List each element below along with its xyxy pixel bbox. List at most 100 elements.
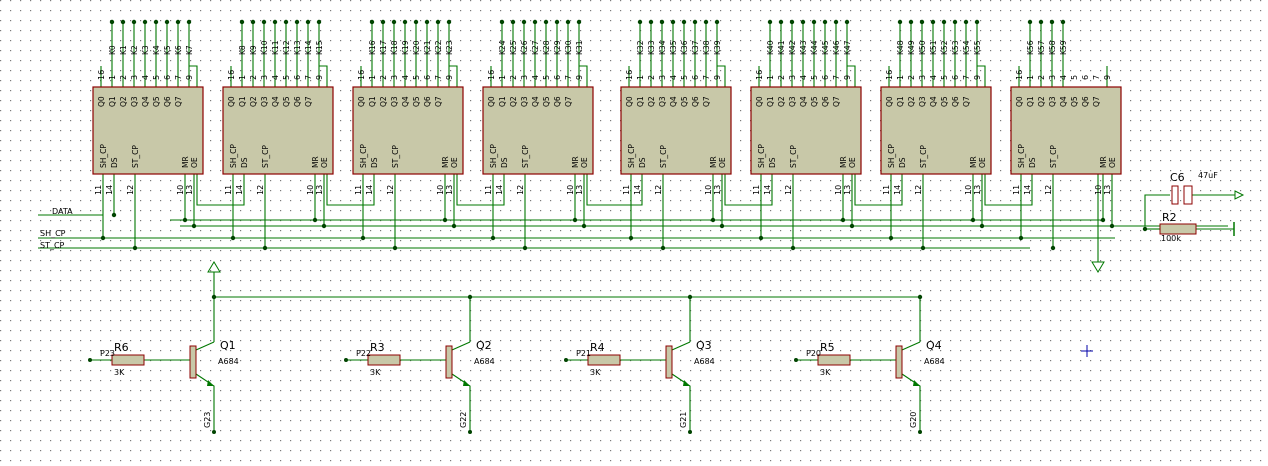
- base-resistor: [367, 354, 401, 366]
- pin-number: 10: [834, 185, 843, 195]
- capacitor-value: 47uF: [1198, 171, 1218, 180]
- output-label: K20: [412, 40, 421, 55]
- terminal-dot: [543, 19, 549, 25]
- output-label: K7: [185, 45, 194, 55]
- pin-number: 5: [810, 75, 819, 80]
- pin-number: 12: [386, 185, 395, 195]
- terminal-dot: [186, 19, 192, 25]
- chip-output-label: Q5: [1070, 96, 1079, 107]
- pin-number: 1: [896, 75, 905, 80]
- pin-number: 10: [566, 185, 575, 195]
- chip-control-label: DS: [370, 157, 379, 168]
- pin-number: 12: [654, 185, 663, 195]
- terminal-dot: [778, 19, 784, 25]
- chip-output-label: Q7: [1092, 96, 1101, 107]
- terminal-dot: [239, 19, 245, 25]
- pin-number: 10: [436, 185, 445, 195]
- base-resistor: [111, 354, 145, 366]
- output-label: K29: [553, 40, 562, 55]
- pin-number: 11: [622, 185, 631, 195]
- chip-control-label: OE: [450, 157, 459, 168]
- output-label: K40: [766, 40, 775, 55]
- pin-number: 2: [777, 75, 786, 80]
- terminal-dot: [1049, 19, 1055, 25]
- output-label: K27: [531, 40, 540, 55]
- pin-number: 6: [423, 75, 432, 80]
- junction-dot: [888, 235, 894, 241]
- chip-output-label: Q2: [379, 96, 388, 107]
- transistor-base-bar: [445, 345, 453, 379]
- junction-dot: [392, 245, 398, 251]
- pin-number: 13: [973, 185, 982, 195]
- chip-output-label: Q7: [174, 96, 183, 107]
- output-label: K55: [973, 40, 982, 55]
- pin-number: 5: [282, 75, 291, 80]
- chip-output-label: Q3: [788, 96, 797, 107]
- shift-register-chip: [620, 86, 732, 175]
- chip-output-label: Q2: [1037, 96, 1046, 107]
- chip-control-label: SH_CP: [229, 144, 238, 168]
- chip-output-label: Q2: [647, 96, 656, 107]
- chip-control-label: OE: [1108, 157, 1117, 168]
- chip-control-label: DS: [638, 157, 647, 168]
- net-label-st-cp: ST_CP: [40, 241, 65, 250]
- pin-number: 9: [973, 75, 982, 80]
- output-label: K19: [401, 40, 410, 55]
- terminal-dot: [918, 430, 922, 434]
- capacitor-plate: [1171, 185, 1179, 205]
- chip-control-label: SH_CP: [359, 144, 368, 168]
- chip-control-label: ST_CP: [789, 145, 798, 168]
- pin-number: 14: [763, 185, 772, 195]
- junction-dot: [490, 235, 496, 241]
- chip-output-label: Q6: [821, 96, 830, 107]
- chip-output-label: Q7: [564, 96, 573, 107]
- capacitor-plate: [1183, 185, 1193, 205]
- terminal-dot: [659, 19, 665, 25]
- pin-number: 4: [929, 75, 938, 80]
- chip-output-label: Q7: [962, 96, 971, 107]
- pin-number: 2: [509, 75, 518, 80]
- terminal-dot: [380, 19, 386, 25]
- chip-output-label: Q1: [766, 96, 775, 107]
- transistor-arrow-icon: [683, 380, 690, 386]
- pin-number: 16: [1015, 70, 1024, 80]
- resistor-value: 3K: [590, 368, 601, 377]
- pin-number: 7: [1092, 75, 1101, 80]
- terminal-dot: [391, 19, 397, 25]
- chip-output-label: Q3: [130, 96, 139, 107]
- terminal-dot: [714, 19, 720, 25]
- output-label: K6: [174, 45, 183, 55]
- terminal-dot: [175, 19, 181, 25]
- output-label: K12: [282, 40, 291, 55]
- shift-register-chip: [92, 86, 204, 175]
- output-label: K51: [929, 40, 938, 55]
- chip-output-label: Q4: [271, 96, 280, 107]
- pin-number: 10: [1094, 185, 1103, 195]
- output-label: K58: [1048, 40, 1057, 55]
- output-label: K37: [691, 40, 700, 55]
- chip-control-label: SH_CP: [99, 144, 108, 168]
- chip-output-label: Q1: [896, 96, 905, 107]
- terminal-dot: [88, 358, 92, 362]
- terminal-dot: [554, 19, 560, 25]
- output-label: K23: [445, 40, 454, 55]
- junction-dot: [211, 294, 217, 300]
- pin-number: 3: [1048, 75, 1057, 80]
- chip-control-label: MR: [839, 156, 848, 168]
- transistor-arrow-icon: [913, 380, 920, 386]
- junction-dot: [687, 294, 693, 300]
- terminal-dot: [402, 19, 408, 25]
- output-label: K16: [368, 40, 377, 55]
- chip-control-label: DS: [240, 157, 249, 168]
- chip-control-label: MR: [709, 156, 718, 168]
- terminal-dot: [919, 19, 925, 25]
- chip-output-label: Q1: [636, 96, 645, 107]
- pin-number: 13: [1103, 185, 1112, 195]
- output-label: K31: [575, 40, 584, 55]
- chip-control-label: ST_CP: [131, 145, 140, 168]
- pin-number: 4: [669, 75, 678, 80]
- chip-control-label: OE: [978, 157, 987, 168]
- shift-register-chip: [750, 86, 862, 175]
